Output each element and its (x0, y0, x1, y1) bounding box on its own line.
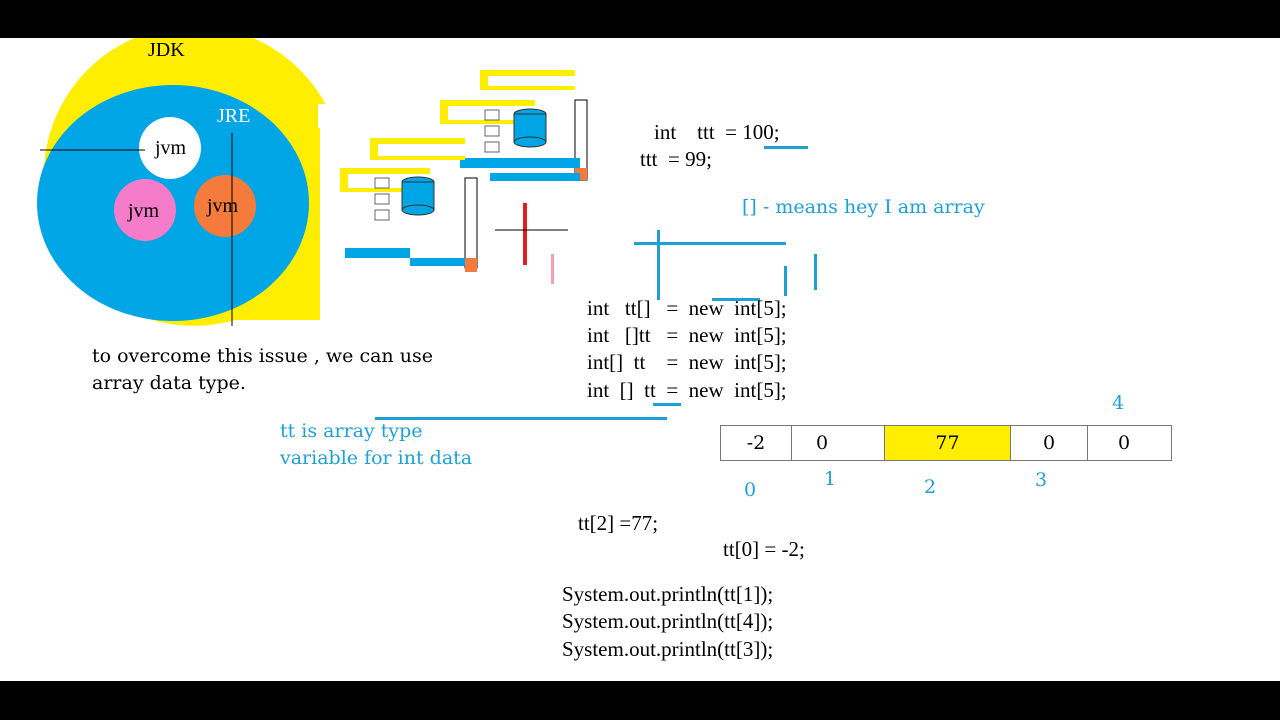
jvm-circle-white (139, 117, 201, 179)
tt-type-note-line1: tt is array type (280, 420, 423, 442)
jre-label: JRE (217, 105, 251, 127)
array-declaration-3: int[] tt = new int[5]; (587, 350, 787, 374)
print-line-1: System.out.println(tt[1]); (562, 582, 774, 606)
array-index-4: 4 (1112, 392, 1125, 414)
jvm-circle-pink (114, 179, 176, 241)
underline-tt (653, 403, 681, 406)
annotation-line (375, 417, 667, 420)
array-index-0: 0 (744, 479, 757, 501)
print-line-3: System.out.println(tt[3]); (562, 637, 774, 661)
array-index-3: 3 (1035, 469, 1048, 491)
slide-canvas: JDK JRE jvm jvm jvm (0, 38, 1280, 681)
jdk-label: JDK (148, 39, 185, 61)
underline-new (712, 298, 760, 301)
underline-100 (764, 146, 808, 149)
jvm-label-pink: jvm (128, 200, 160, 222)
jdk-jre-jvm-diagram (37, 38, 340, 326)
overcome-note-line2: array data type. (92, 372, 246, 394)
jdk-notch (318, 104, 340, 128)
assign-index-0: tt[0] = -2; (723, 537, 805, 561)
array-declaration-2: int []tt = new int[5]; (587, 323, 787, 347)
array-declaration-1: int tt[] = new int[5]; (587, 296, 787, 320)
annotation-line (784, 266, 787, 296)
annotation-line (634, 242, 786, 245)
array-cell-0: -2 (720, 425, 792, 461)
scalar-assignment: ttt = 99; (640, 147, 712, 171)
array-index-1: 1 (824, 468, 837, 490)
assign-index-2: tt[2] =77; (578, 511, 659, 535)
array-cell-2: 77 (884, 425, 1011, 461)
scalar-declaration: int ttt = 100; (654, 120, 780, 144)
annotation-line (657, 230, 660, 300)
array-meaning-note: [] - means hey I am array (742, 196, 985, 218)
server-database-illustration (340, 70, 588, 284)
tt-type-note-line2: variable for int data (280, 447, 473, 469)
array-declaration-4: int [] tt = new int[5]; (587, 378, 787, 402)
annotation-line (814, 254, 817, 290)
jvm-circle-orange (194, 175, 256, 237)
array-index-2: 2 (924, 476, 937, 498)
overcome-note-line1: to overcome this issue , we can use (92, 345, 433, 367)
print-line-2: System.out.println(tt[4]); (562, 609, 774, 633)
jvm-label-orange: jvm (207, 195, 239, 217)
array-cell-4: 0 (1087, 425, 1172, 461)
array-cell-3: 0 (1010, 425, 1088, 461)
jvm-label-white: jvm (155, 137, 187, 159)
array-cell-1: 0 (791, 425, 885, 461)
